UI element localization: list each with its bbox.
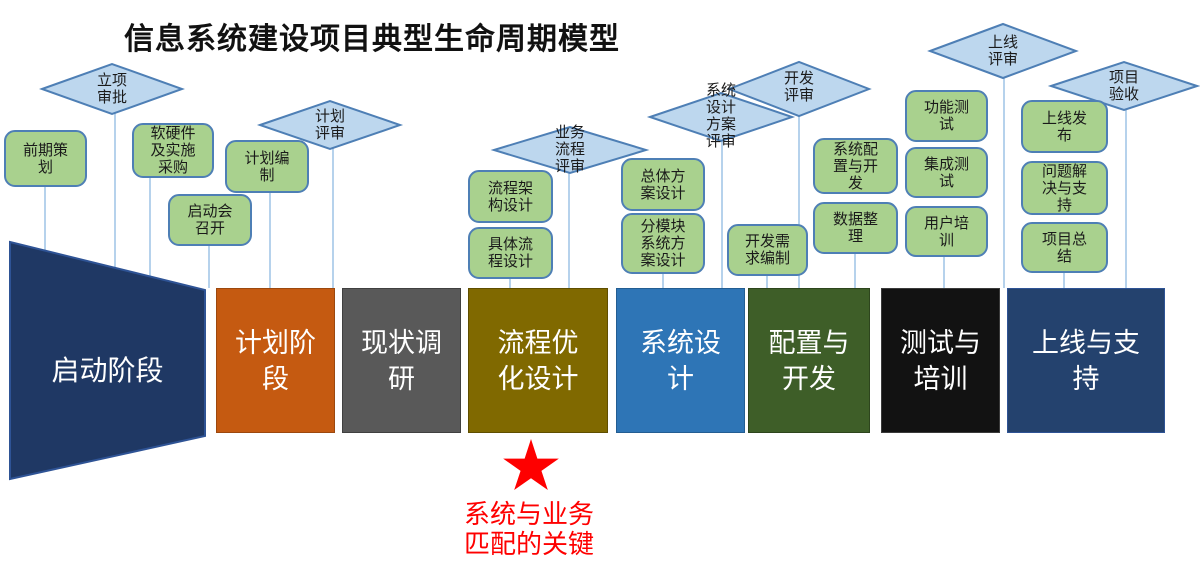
milestone-label-golive-review: 上线评审	[987, 34, 1018, 68]
diamond-plan-review	[256, 99, 404, 151]
milestone-label-project-acceptance: 项目验收	[1108, 69, 1139, 103]
diamond-system-design-review	[646, 91, 796, 143]
phase-process-optimization: 流程优化设计	[468, 288, 608, 433]
phase-survey: 现状调研	[342, 288, 461, 433]
task-hw-sw-procurement: 软硬件及实施采购	[132, 123, 214, 178]
phase-shape-initiation	[9, 240, 206, 481]
task-integration-testing: 集成测试	[905, 147, 988, 198]
task-pre-planning: 前期策划	[4, 130, 87, 187]
task-function-testing: 功能测试	[905, 90, 988, 142]
phase-planning: 计划阶段	[216, 288, 335, 433]
star-caption: 系统与业务匹配的关键	[464, 499, 595, 559]
diamond-golive-review	[927, 22, 1079, 80]
task-module-solution: 分模块系统方案设计	[621, 213, 705, 274]
task-system-config-dev: 系统配置与开发	[813, 138, 898, 194]
task-user-training: 用户培训	[905, 206, 988, 257]
milestone-label-business-process-review: 业务流程评审	[554, 124, 585, 175]
task-overall-solution: 总体方案设计	[621, 158, 705, 211]
task-data-preparation: 数据整理	[813, 202, 898, 254]
task-kickoff-meeting: 启动会召开	[168, 194, 252, 246]
phase-label-initiation: 启动阶段	[51, 355, 164, 386]
phase-config-dev: 配置与开发	[748, 288, 870, 433]
milestone-label-project-approval: 立项审批	[96, 72, 127, 106]
diamond-development-review	[726, 60, 872, 118]
diamond-project-approval	[39, 62, 185, 116]
milestone-label-plan-review: 计划评审	[314, 108, 345, 142]
task-process-architecture: 流程架构设计	[468, 170, 553, 223]
diagram-title: 信息系统建设项目典型生命周期模型	[124, 23, 620, 56]
task-detailed-process: 具体流程设计	[468, 227, 553, 279]
milestone-diamonds	[39, 22, 1200, 175]
milestone-label-development-review: 开发评审	[783, 70, 814, 104]
connector-lines	[44, 77, 1127, 288]
task-project-summary: 项目总结	[1021, 222, 1108, 273]
task-issue-support: 问题解决与支持	[1021, 161, 1108, 215]
task-plan-compilation: 计划编制	[225, 140, 309, 193]
diamond-business-process-review	[490, 125, 650, 175]
phase-test-training: 测试与培训	[881, 288, 1000, 433]
phase-system-design: 系统设计	[616, 288, 745, 433]
task-dev-requirements: 开发需求编制	[727, 224, 808, 276]
task-golive-release: 上线发布	[1021, 100, 1108, 153]
phase-golive-support: 上线与支持	[1007, 288, 1165, 433]
milestone-label-system-design-review: 系统设计方案评审	[705, 82, 736, 150]
